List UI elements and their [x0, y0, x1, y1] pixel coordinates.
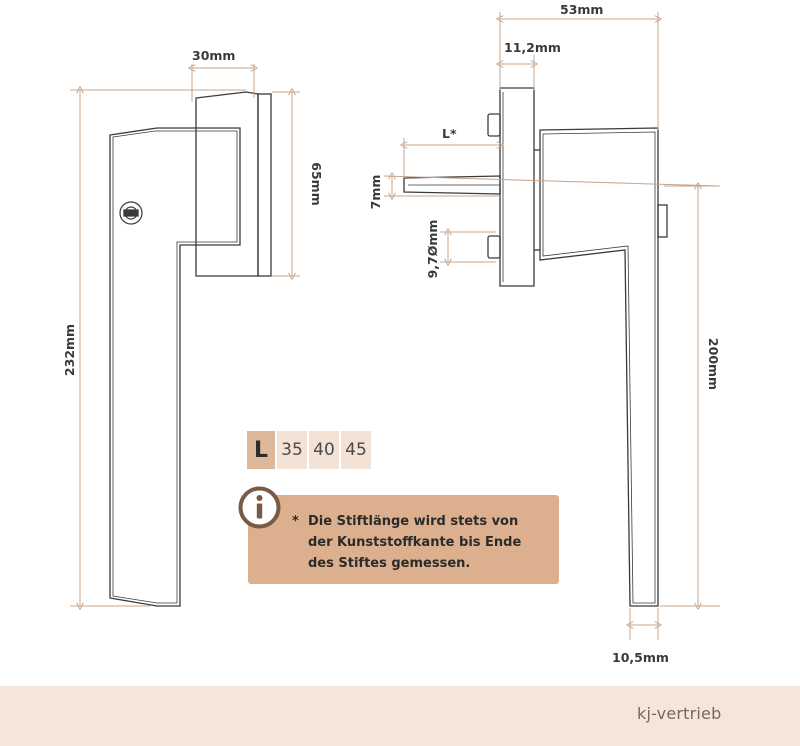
pin-length-option: 35	[277, 431, 307, 469]
dim-200mm-label: 200mm	[706, 338, 721, 390]
info-box	[248, 495, 559, 584]
front-dimensions	[70, 64, 300, 606]
pin-length-option: 45	[341, 431, 371, 469]
pin-length-table: L 35 40 45	[247, 431, 371, 469]
side-dimensions	[383, 12, 721, 640]
technical-drawing: 30mm 232mm 65mm 53mm 11,2mm L* 7mm 9,7Øm…	[62, 2, 721, 665]
info-icon	[238, 486, 281, 529]
info-line: Die Stiftlänge wird stets von	[308, 514, 519, 529]
pin-length-table-header: L	[247, 431, 275, 469]
lock-cylinder	[119, 201, 143, 225]
cylinder-cap	[657, 204, 668, 238]
dim-53mm-label: 53mm	[560, 2, 603, 17]
lever-side-inner	[542, 131, 656, 604]
info-line: des Stiftes gemessen.	[308, 556, 471, 571]
lever-front-outline	[109, 127, 241, 607]
screw-boss-bottom	[487, 235, 501, 259]
dim-9-7mm-label: 9,7Ømm	[425, 220, 440, 279]
dim-7mm-label: 7mm	[368, 175, 383, 210]
info-text: * Die Stiftlänge wird stets von der Kuns…	[292, 511, 552, 574]
dim-11-2mm-label: 11,2mm	[504, 40, 561, 55]
rosette-edge	[257, 93, 272, 277]
pin-length-option: 40	[309, 431, 339, 469]
dim-65mm-label: 65mm	[309, 162, 324, 205]
info-footnote-star: *	[292, 514, 299, 529]
brand-logo: kj-vertrieb	[637, 704, 722, 723]
footer-band	[0, 686, 800, 746]
dim-232mm-label: 232mm	[62, 324, 77, 376]
screw-boss-top	[487, 113, 501, 137]
rosette-side	[499, 87, 535, 287]
dim-30mm-label: 30mm	[192, 48, 235, 63]
rosette-front	[195, 91, 259, 277]
square-pin	[403, 175, 501, 195]
front-view	[109, 91, 272, 607]
dim-10-5mm-label: 10,5mm	[612, 650, 669, 665]
dim-pin-length-label: L*	[442, 126, 457, 141]
info-line: der Kunststoffkante bis Ende	[308, 535, 522, 550]
lever-front-inner	[112, 130, 238, 604]
